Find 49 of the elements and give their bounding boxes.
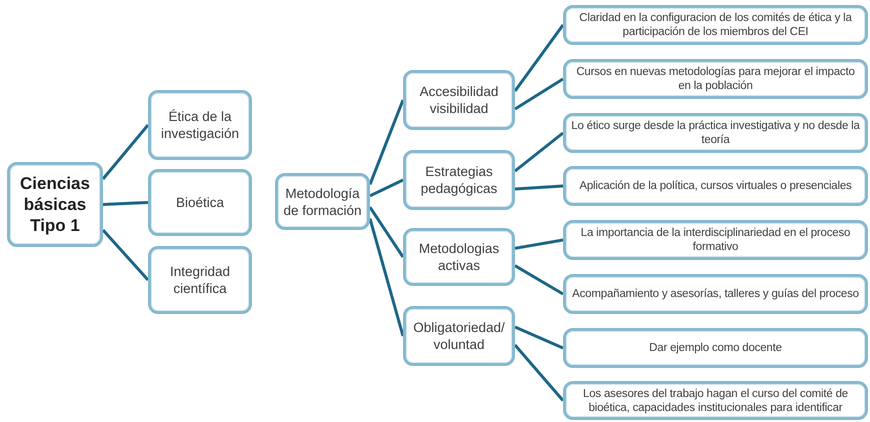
connector-line [514,78,564,110]
connector-line [368,206,404,258]
connector-line [368,99,404,185]
box-text: Bioética [176,194,224,211]
box-text: Ciencias básicas Tipo 1 [19,173,91,236]
box-text: Accesibilidad visibilidad [418,83,500,117]
rounded-box [148,169,252,236]
connector-line [102,229,150,281]
rounded-box [563,220,868,260]
box-text: Acompañamiento y asesorías, talleres y guías del proceso [572,287,859,301]
rounded-box [563,274,868,314]
rounded-box [563,381,868,420]
connector-line [514,264,564,296]
box-text: Aplicación de la política, cursos virtuales o presenciales [579,179,852,193]
rounded-box [403,70,515,130]
box-text: La importancia de la interdisciplinariedad en el proceso formativo [580,226,852,254]
connector-line [514,238,564,250]
connector-line [368,218,404,336]
rounded-box [403,150,515,210]
box-text: Obligatoriedad/ voluntad [412,319,506,353]
rounded-box [563,59,868,99]
connector-line [514,132,564,172]
connector-line [369,178,404,198]
rounded-box [403,228,515,286]
rounded-box [7,162,103,247]
connector-line [514,24,564,92]
rounded-box [148,90,252,160]
box-text: Los asesores del trabajo hagan el curso del comité de bioética, capacidades institucionales para identificar [582,386,849,414]
connector-line [514,344,564,402]
box-text: Metodologias activas [418,240,500,274]
box-text: Ética de la investigación [160,108,240,142]
connector-line [102,201,148,206]
connector-line [514,184,564,190]
rounded-box [563,166,868,206]
box-text: Integridad científica [168,263,232,297]
connector-line [514,326,564,350]
rounded-box [563,328,868,368]
box-text: Claridad en la configuracion de los comités de ética y la participación de los miembros del CEI [578,11,853,39]
connector-line [102,124,150,180]
box-text: Estrategias pedagógicas [420,163,498,197]
box-text: Lo ético surge desde la práctica investigativa y no desde la teoría [570,119,861,147]
rounded-box [563,113,868,153]
rounded-box [148,246,252,314]
rounded-box [275,173,370,230]
rounded-box [403,306,515,366]
rounded-box [563,5,868,45]
box-text: Metodología de formación [282,184,363,218]
box-text: Cursos en nuevas metodologías para mejorar el impacto en la población [575,65,856,93]
box-text: Dar ejemplo como docente [649,341,782,355]
